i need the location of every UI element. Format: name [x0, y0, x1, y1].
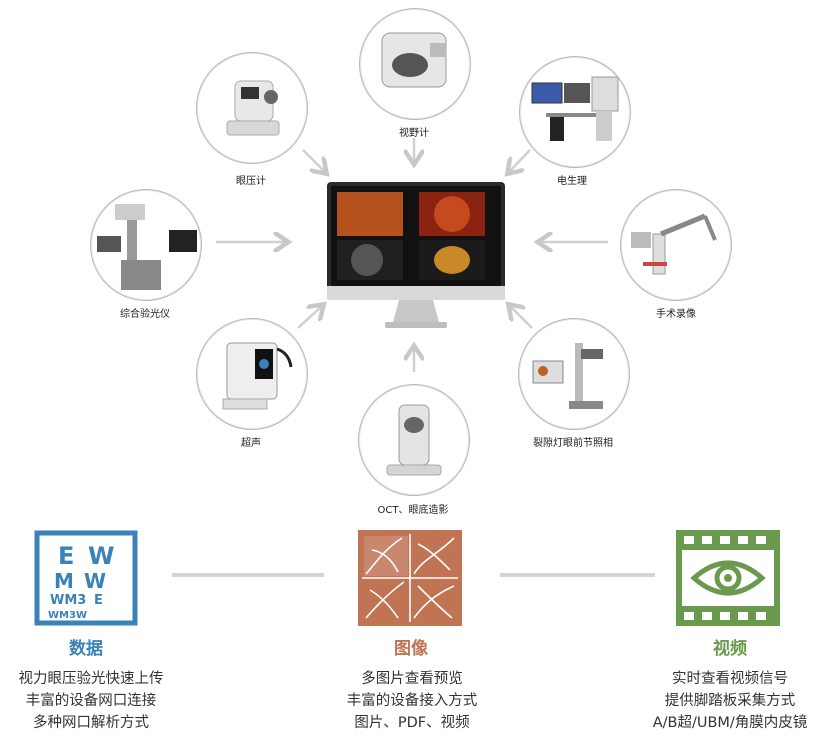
- svg-text:WM3: WM3: [50, 593, 86, 608]
- surgery-image: [620, 189, 732, 301]
- feature-lines-video: 实时查看视频信号 提供脚踏板采集方式 A/B超/UBM/角膜内皮镜: [653, 668, 808, 734]
- feature-title-image: 图像: [394, 639, 428, 659]
- device-label-refraction: 综合验光仪: [120, 309, 170, 320]
- svg-text:E: E: [94, 593, 103, 608]
- device-label-perimeter: 视野计: [399, 128, 429, 139]
- tonometer-image: [196, 52, 308, 164]
- electrophysiology-image: [519, 56, 631, 168]
- svg-text:W: W: [88, 542, 114, 570]
- svg-text:W: W: [84, 569, 106, 593]
- film-eye-icon: [676, 530, 780, 626]
- device-label-slitlamp: 裂隙灯眼前节照相: [533, 438, 613, 449]
- feature-line: 多种网口解析方式: [33, 715, 149, 731]
- device-label-electrophysiology: 电生理: [557, 176, 587, 187]
- arrow-slitlamp: [510, 306, 533, 329]
- device-label-tonometer: 眼压计: [236, 176, 266, 187]
- ultrasound-image: [196, 318, 308, 430]
- feature-line: 图片、PDF、视频: [354, 715, 470, 731]
- arrow-electrophysiology: [509, 149, 531, 172]
- svg-text:WM3W: WM3W: [48, 610, 87, 621]
- slitlamp-image: [518, 318, 630, 430]
- svg-text:E: E: [58, 542, 74, 570]
- fundus-image-icon: [358, 530, 462, 626]
- feature-line: A/B超/UBM/角膜内皮镜: [652, 715, 808, 731]
- device-label-oct: OCT、眼底造影: [377, 505, 449, 516]
- feature-line: 多图片查看预览: [361, 671, 463, 687]
- connector-right: [500, 573, 655, 577]
- feature-line: 丰富的设备网口连接: [25, 693, 157, 709]
- arrow-ultrasound: [297, 306, 322, 329]
- feature-line: 实时查看视频信号: [672, 671, 788, 687]
- feature-line: 视力眼压验光快速上传: [18, 671, 164, 687]
- perimeter-image: [359, 8, 471, 120]
- feature-lines-data: 视力眼压验光快速上传 丰富的设备网口连接 多种网口解析方式: [19, 668, 164, 734]
- svg-text:M: M: [54, 569, 74, 593]
- feature-lines-image: 多图片查看预览 丰富的设备接入方式 图片、PDF、视频: [347, 668, 478, 734]
- device-label-ultrasound: 超声: [241, 438, 261, 449]
- feature-title-data: 数据: [69, 639, 103, 659]
- central-monitor: [327, 182, 505, 330]
- device-label-surgery: 手术录像: [656, 309, 696, 320]
- feature-line: 提供脚踏板采集方式: [664, 693, 796, 709]
- feature-line: 丰富的设备接入方式: [346, 693, 478, 709]
- feature-title-video: 视频: [713, 639, 747, 659]
- connector-left: [172, 573, 324, 577]
- refraction-image: [90, 189, 202, 301]
- oct-image: [358, 384, 470, 496]
- arrow-tonometer: [302, 149, 325, 172]
